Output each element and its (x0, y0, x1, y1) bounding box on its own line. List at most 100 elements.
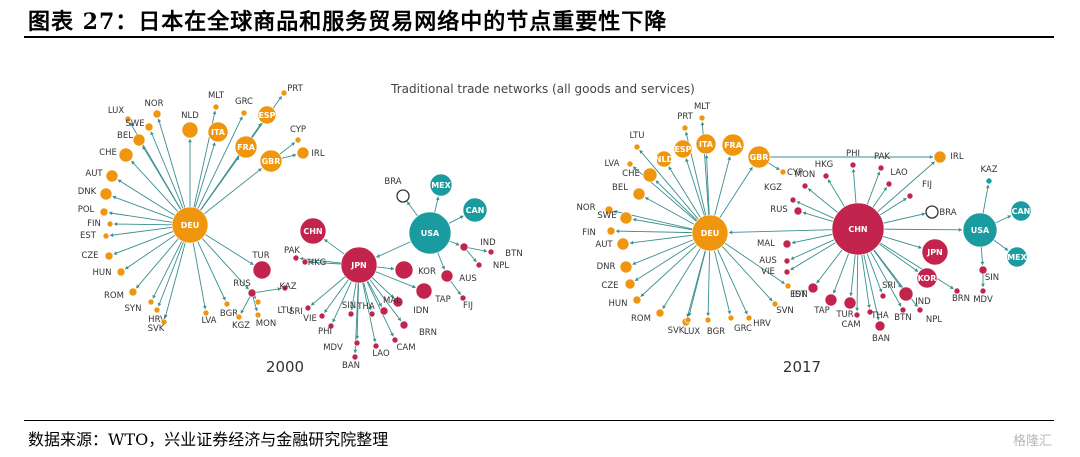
trade-edge-deu-lux (688, 250, 707, 317)
trade-edge-jpn-sri (310, 276, 346, 306)
node-label-rus-2000: RUS (233, 279, 251, 289)
trade-edge-jpn-brn (369, 279, 402, 322)
node-fij-2000 (459, 294, 467, 302)
node-label-mon-2000: MON (256, 319, 276, 329)
node-ind-2000 (459, 242, 469, 252)
edge-arrow-deu-prt (278, 96, 282, 100)
trade-edge-chn-vie (790, 242, 836, 271)
trade-network-figure: Traditional trade networks (all goods an… (78, 82, 1032, 376)
edge-arrow-jpn-cam (390, 332, 394, 337)
node-brn-2000 (399, 320, 409, 330)
node-idn-2017 (807, 282, 819, 294)
edge-arrow-usa-can (1007, 215, 1012, 219)
trade-edge-ind-btn (467, 247, 488, 252)
node-label-lva-2017: LVA (605, 159, 620, 169)
trade-edge-deu-aut (117, 179, 175, 216)
node-label-swe-2000: SWE (125, 119, 144, 129)
node-label-deu-2000: DEU (181, 221, 200, 230)
node-label-swe-2017: SWE (597, 211, 616, 221)
node-fin-2000 (106, 220, 114, 228)
node-aus-2000 (440, 269, 454, 283)
trade-edge-chn-rus (802, 212, 834, 222)
node-nld-2017 (655, 150, 673, 168)
trade-edge-deu-est (109, 226, 173, 236)
edge-arrow-jpn-tha (368, 306, 373, 311)
node-label-mlt-2017: MLT (694, 102, 711, 112)
node-swe-2017 (619, 211, 633, 225)
node-tur-2017 (843, 296, 857, 310)
node-pak-2000 (292, 254, 300, 262)
edge-arrow-deu-mlt (700, 121, 705, 126)
node-label-gbr-2017: GBR (750, 153, 769, 162)
node-brn-2017 (953, 287, 961, 295)
node-label-svk-2000: SVK (148, 324, 165, 334)
edge-arrow-deu-prt (684, 131, 689, 136)
trade-edge-jpn-phi (332, 281, 352, 323)
node-rom-2017 (655, 308, 665, 318)
edge-arrow-deu-gbr (749, 167, 753, 171)
node-label-nor-2000: NOR (145, 99, 164, 109)
edge-arrow-deu-che (131, 160, 135, 165)
node-lux-2017 (684, 316, 692, 324)
node-label-cyp-2017: CYP (787, 168, 803, 178)
node-label-pak-2000: PAK (284, 246, 300, 256)
trade-edge-deu-pol (108, 212, 173, 223)
node-label-sri-2017: SRI (882, 281, 896, 291)
node-ind-2017 (898, 286, 914, 302)
node-label-deu-2017: DEU (701, 229, 720, 238)
node-label-kgz-2000: KGZ (232, 321, 250, 331)
trade-edge-chn-lao (872, 187, 888, 208)
node-jpn-2000 (340, 246, 378, 284)
node-label-pol-2000: POL (78, 205, 95, 215)
edge-arrow-jpn-idn (390, 294, 394, 298)
edge-arrow-usa-mex (1004, 247, 1009, 251)
node-rus-2000 (247, 288, 257, 298)
trade-edge-jpn-sin (351, 282, 357, 311)
trade-edge-chn-fij (879, 197, 907, 216)
node-est-2000 (102, 232, 110, 240)
trade-edge-rus-kgz (240, 296, 251, 314)
node-label-chn-2000: CHN (303, 227, 322, 236)
node-label-kor-2000: KOR (418, 267, 436, 277)
node-label-lux-2000: LUX (108, 106, 125, 116)
node-fij-2017 (906, 192, 914, 200)
node-mon-2000 (254, 311, 262, 319)
node-kgz-2000 (235, 313, 243, 321)
node-label-sri-2000: SRI (289, 307, 303, 317)
node-lva-2017 (626, 160, 634, 168)
node-svn-2017 (771, 300, 779, 308)
trade-edge-chn-jpn (882, 236, 922, 249)
node-ban-2000 (351, 353, 359, 361)
edge-arrow-chn-mon (808, 188, 812, 193)
node-ltu-2017 (633, 143, 641, 151)
node-label-cam-2017: CAM (841, 320, 860, 330)
node-est-2017 (784, 282, 792, 290)
edge-arrow-chn-tur (849, 292, 854, 297)
trade-edge-deu-gbr (719, 166, 753, 219)
node-mlt-2000 (212, 103, 220, 111)
trade-edge-chn-mon (807, 188, 839, 213)
node-label-sin-2000: SIN (342, 301, 356, 311)
node-cze-2000 (104, 251, 114, 261)
year-label-2017: 2017 (783, 358, 821, 376)
bottom-rule (24, 420, 1054, 421)
node-mal-2000 (379, 306, 389, 316)
node-tap-2017 (824, 293, 838, 307)
edge-arrow-chn-vie (790, 266, 795, 270)
edge-arrow-chn-fij (902, 198, 907, 202)
node-label-cze-2000: CZE (81, 251, 98, 261)
source-note: 数据来源：WTO，兴业证券经济与金融研究院整理 (28, 430, 389, 449)
edge-arrow-deu-ltu (639, 150, 644, 154)
trade-edge-deu-che (131, 160, 179, 213)
trade-edge-deu-cze (113, 231, 174, 255)
edge-arrow-deu-lux (129, 122, 134, 127)
node-mdv-2000 (353, 339, 361, 347)
node-bel-2000 (132, 133, 146, 147)
trade-edge-chn-ind (873, 249, 902, 288)
node-label-irl-2017: IRL (950, 152, 963, 162)
edge-arrow-jpn-sin (350, 306, 355, 311)
trade-edge-deu-rus (201, 237, 249, 290)
node-label-bra-2000: BRA (384, 177, 401, 187)
edge-arrow-deu-aut (117, 179, 122, 184)
node-can-2000 (462, 197, 488, 223)
